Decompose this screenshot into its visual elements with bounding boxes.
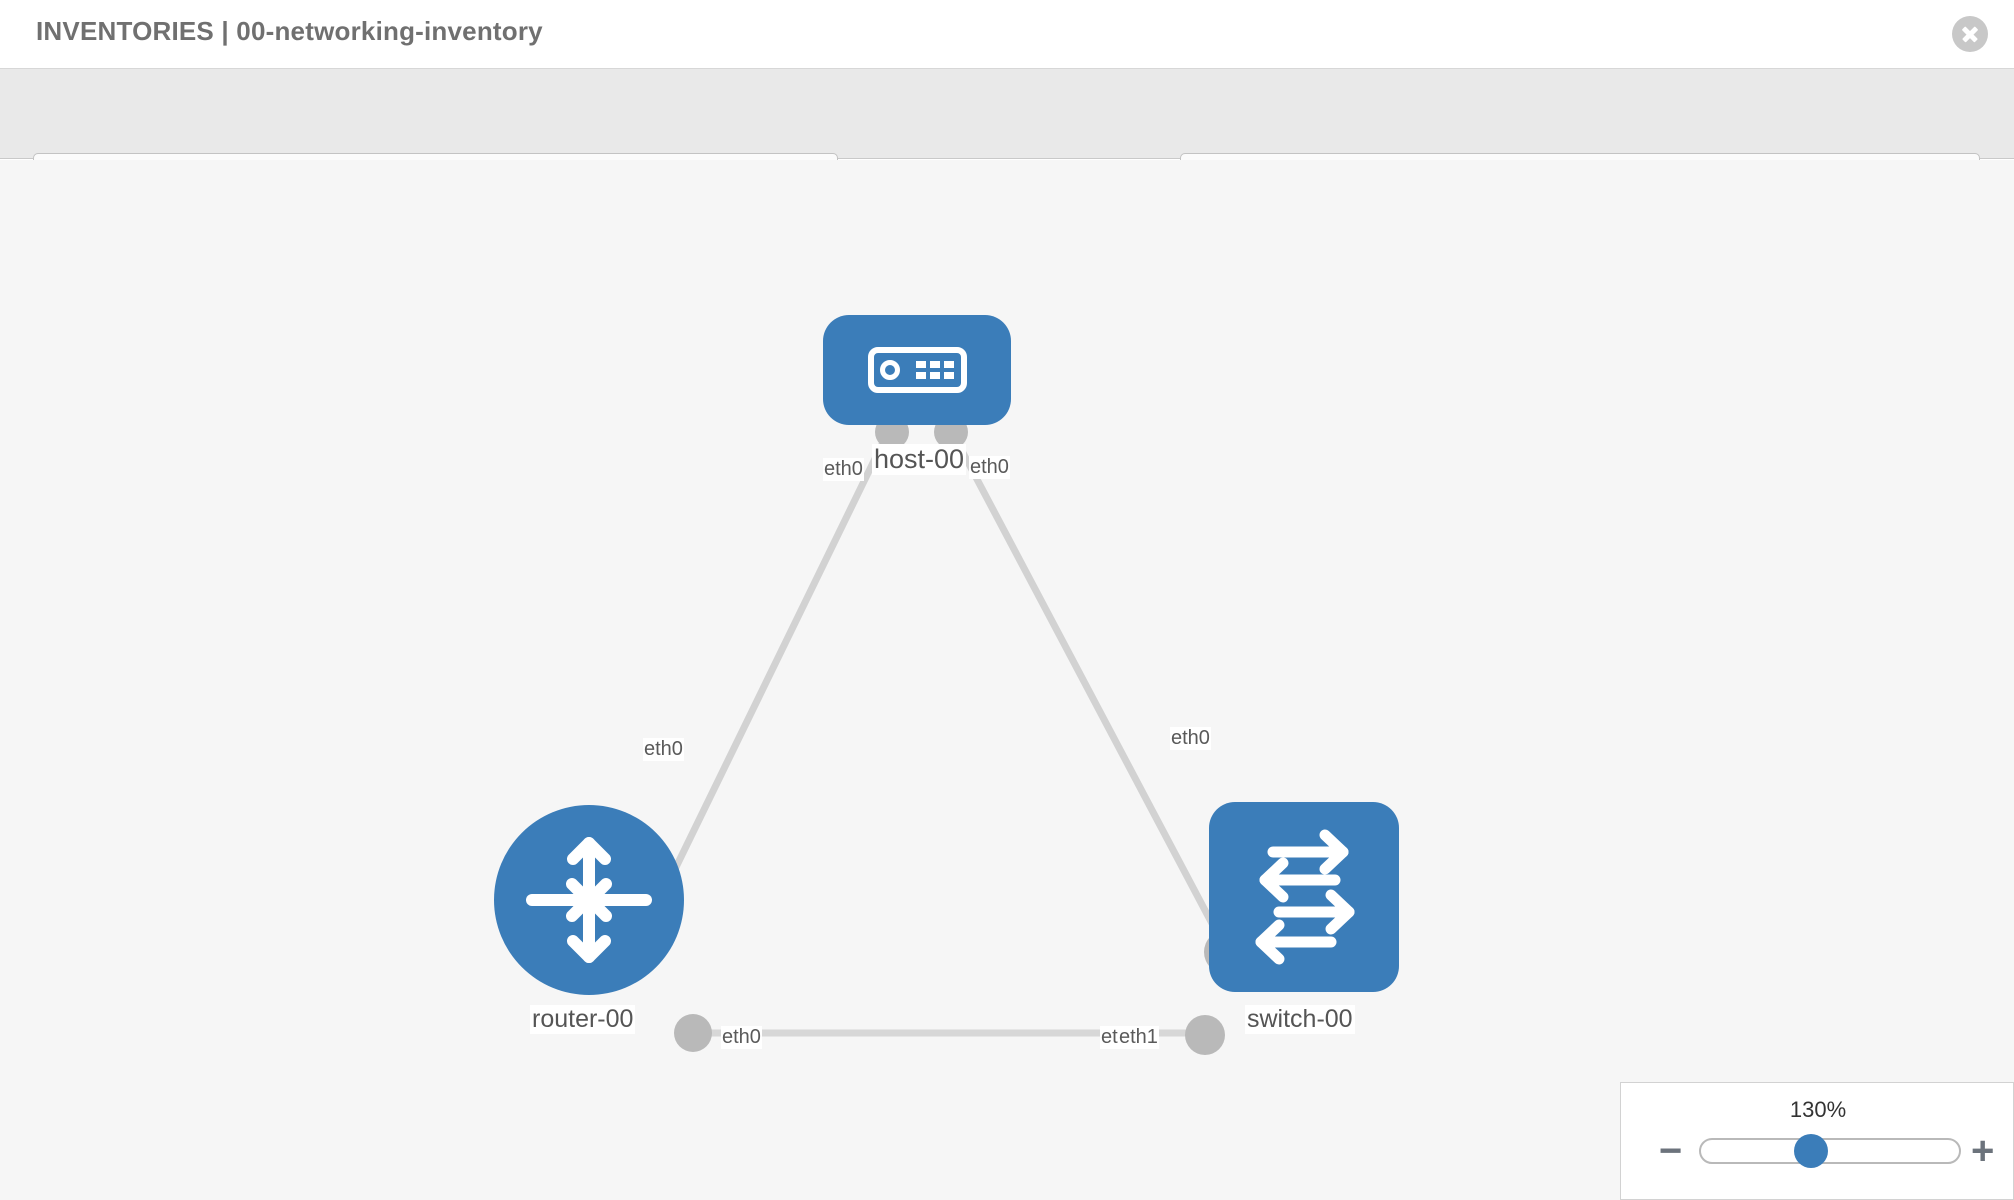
node-label-router-00: router-00 [530,1005,636,1034]
edge-label-switch-upper: eth0 [1170,727,1211,750]
node-label-host-00: host-00 [872,444,967,475]
edge-label-host-right: eth0 [969,456,1010,479]
close-icon[interactable] [1952,16,1988,52]
topology-node-host-00[interactable] [823,315,1011,425]
zoom-slider-track[interactable] [1699,1138,1961,1164]
connector-nub[interactable] [1185,1015,1225,1055]
edge-label-router-right: eth0 [721,1026,762,1049]
switch-arrows-icon [1255,829,1355,965]
zoom-level-value: 130% [1789,1097,1847,1122]
page-title: INVENTORIES | 00-networking-inventory [36,16,543,46]
topology-node-router-00[interactable] [494,805,684,995]
zoom-slider-thumb[interactable] [1794,1134,1828,1168]
node-label-switch-00: switch-00 [1245,1005,1355,1034]
server-icon [868,347,967,393]
connector-nub[interactable] [674,1014,712,1052]
zoom-in-button[interactable]: + [1971,1129,1995,1173]
router-arrows-icon [526,837,652,963]
page-header: INVENTORIES | 00-networking-inventory [0,0,2014,69]
toolbar: ACTIONS SEARCH [0,69,2014,203]
topology-canvas[interactable]: host-00 router-00 switch-00 eth0 eth0 et… [0,160,2014,1200]
topology-node-switch-00[interactable] [1209,802,1399,992]
edge-label-router-upper: eth0 [643,738,684,761]
edge-label-host-left: eth0 [823,458,864,481]
zoom-out-button[interactable]: − [1659,1129,1683,1173]
zoom-control-panel: 130% − + [1620,1082,2014,1200]
edge-label-switch-left-b: eth1 [1118,1026,1159,1049]
